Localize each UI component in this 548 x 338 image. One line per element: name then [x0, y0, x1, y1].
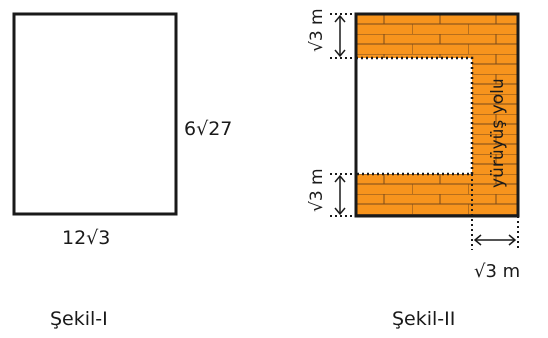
figure-1: 6√27 12√3 Şekil-I	[12, 12, 232, 330]
figure1-caption: Şekil-I	[50, 308, 108, 330]
walkway-bricks	[356, 14, 518, 216]
bottom-strip-label: √3 m	[307, 168, 327, 212]
figure1-rectangle	[12, 12, 178, 216]
figure2-caption: Şekil-II	[392, 308, 455, 330]
top-strip-label: √3 m	[307, 8, 327, 52]
bottom-strip-dimension-arrow	[334, 174, 346, 216]
right-width-dimension-arrow	[473, 234, 517, 246]
figure-2: √3 m √3 m √3 m yürüyüş yolu Şekil-II	[307, 8, 520, 330]
right-width-label: √3 m	[474, 261, 520, 282]
figure2-outer-border	[354, 12, 520, 218]
walkway-inner-boundary	[356, 56, 474, 176]
top-strip-dimension-arrow	[334, 14, 346, 58]
walkway-label: yürüyüş yolu	[488, 78, 508, 188]
figure1-bottom-label: 12√3	[62, 227, 110, 249]
figure1-side-label: 6√27	[184, 118, 232, 140]
